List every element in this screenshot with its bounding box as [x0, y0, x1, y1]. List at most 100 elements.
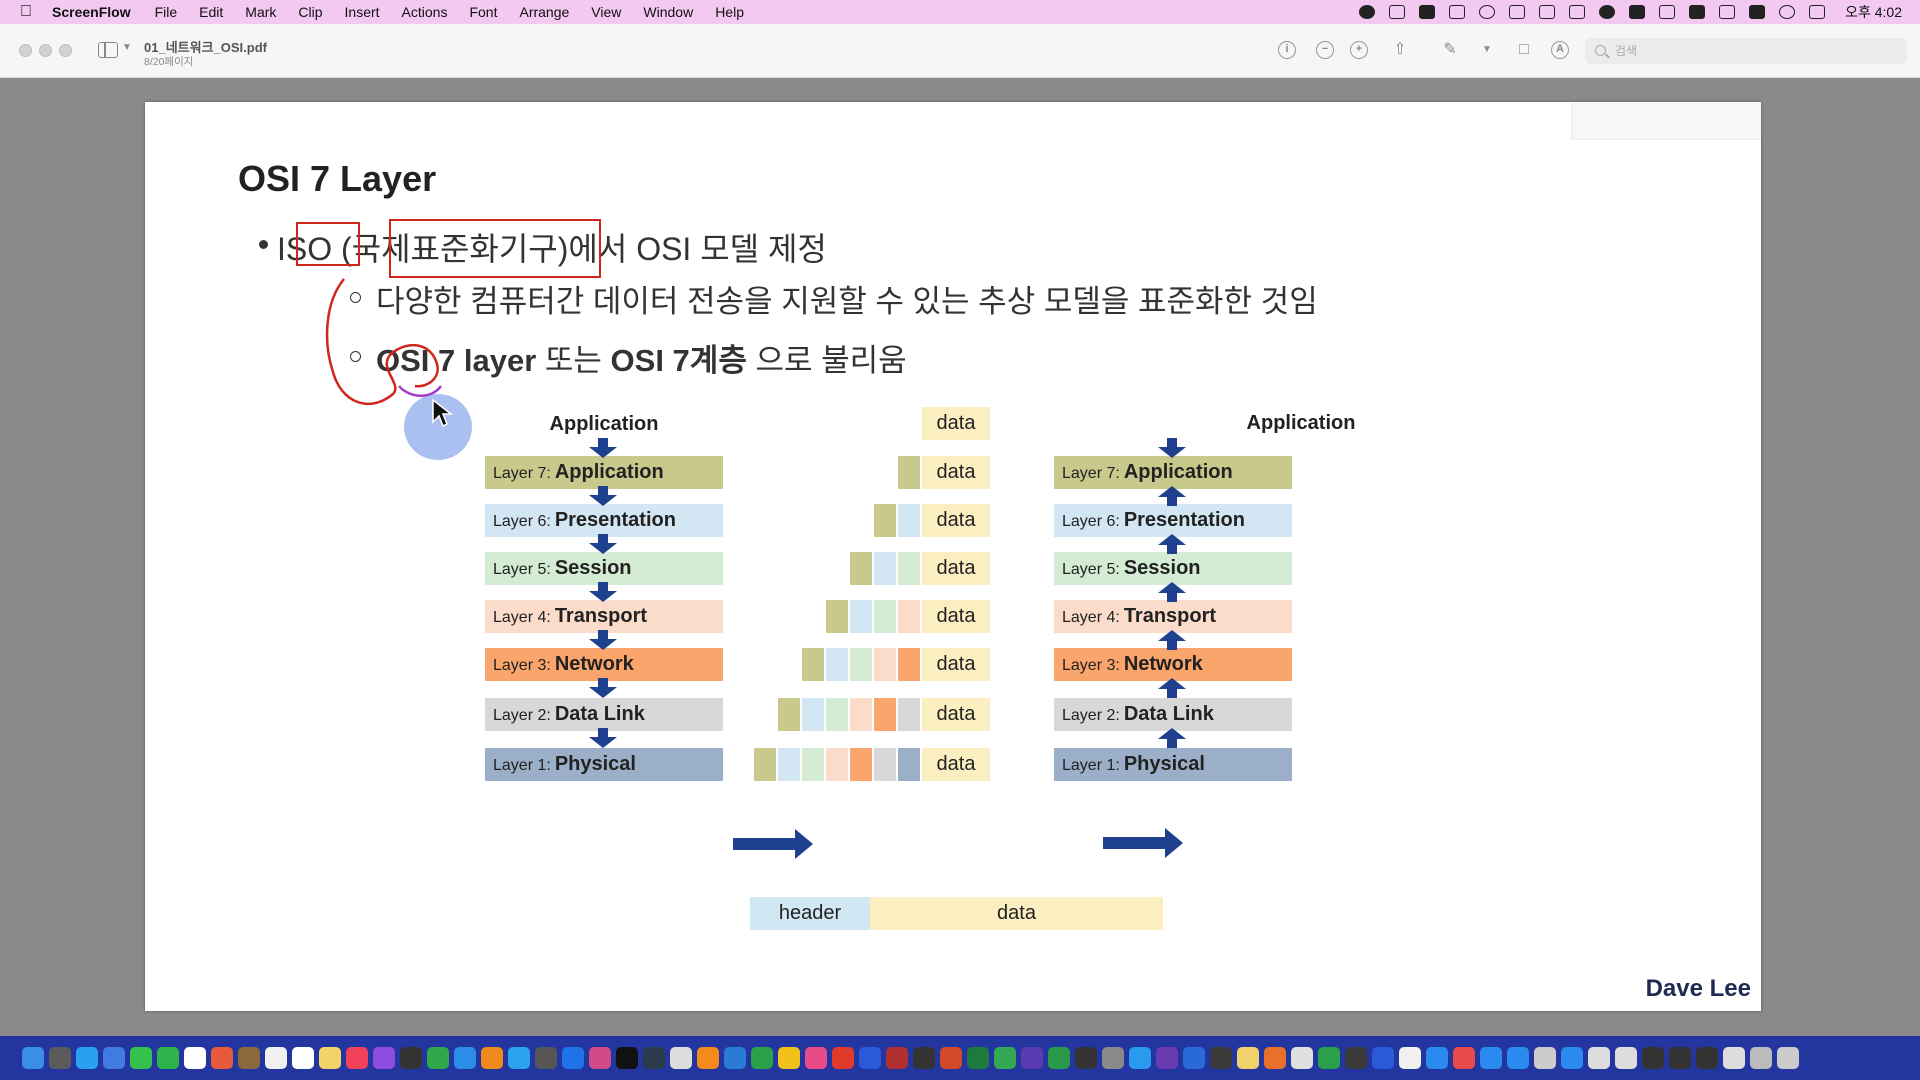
cursor-icon[interactable] [1569, 5, 1586, 19]
zoom-in-icon[interactable]: + [1350, 41, 1368, 59]
markup-chevron-icon[interactable]: ▼ [1482, 44, 1492, 55]
menu-font[interactable]: Font [469, 4, 498, 20]
apple-icon[interactable]:  [0, 3, 52, 21]
menu-arrange[interactable]: Arrange [519, 4, 570, 20]
rotate-icon[interactable]: □ [1519, 41, 1529, 58]
dock-app-icon[interactable] [1480, 1047, 1502, 1069]
dock-app-icon[interactable] [157, 1047, 179, 1069]
battery-icon[interactable] [1749, 5, 1766, 19]
bluetooth-icon[interactable] [1659, 5, 1676, 19]
dock-app-icon[interactable] [1264, 1047, 1286, 1069]
menu-insert[interactable]: Insert [344, 4, 380, 20]
dock-app-icon[interactable] [481, 1047, 503, 1069]
window-zoom-button[interactable] [59, 44, 72, 57]
dock-app-icon[interactable] [76, 1047, 98, 1069]
dock-app-icon[interactable] [1318, 1047, 1340, 1069]
grid-icon[interactable] [1629, 5, 1646, 19]
menu-edit[interactable]: Edit [199, 4, 224, 20]
menu-clip[interactable]: Clip [298, 4, 323, 20]
dock-app-icon[interactable] [454, 1047, 476, 1069]
dock-app-icon[interactable] [1507, 1047, 1529, 1069]
dock-app-icon[interactable] [508, 1047, 530, 1069]
dock-app-icon[interactable] [1669, 1047, 1691, 1069]
annotate-icon[interactable]: A [1551, 41, 1569, 59]
dock-app-icon[interactable] [292, 1047, 314, 1069]
dock-app-icon[interactable] [1723, 1047, 1745, 1069]
bell-icon[interactable] [1599, 5, 1616, 19]
dock-app-icon[interactable] [211, 1047, 233, 1069]
dock-app-icon[interactable] [940, 1047, 962, 1069]
dock-app-icon[interactable] [1291, 1047, 1313, 1069]
dock-app-icon[interactable] [265, 1047, 287, 1069]
dock-app-icon[interactable] [1102, 1047, 1124, 1069]
dock-app-icon[interactable] [616, 1047, 638, 1069]
dock-app-icon[interactable] [832, 1047, 854, 1069]
dock-app-icon[interactable] [1237, 1047, 1259, 1069]
dock-app-icon[interactable] [1129, 1047, 1151, 1069]
dock-app-icon[interactable] [1453, 1047, 1475, 1069]
dock-app-icon[interactable] [886, 1047, 908, 1069]
pdf-page[interactable]: OSI 7 Layer ISO (국제표준화기구)에서 OSI 모델 제정 다양… [145, 102, 1761, 1011]
dock-app-icon[interactable] [1399, 1047, 1421, 1069]
info-icon[interactable]: i [1278, 41, 1296, 59]
control-center-icon[interactable] [1809, 5, 1826, 19]
dock-app-icon[interactable] [535, 1047, 557, 1069]
menu-help[interactable]: Help [715, 4, 744, 20]
chevron-down-icon[interactable]: ▼ [122, 42, 132, 53]
dock-app-icon[interactable] [1615, 1047, 1637, 1069]
dock-app-icon[interactable] [1534, 1047, 1556, 1069]
zoom-out-icon[interactable]: − [1316, 41, 1334, 59]
dock-app-icon[interactable] [49, 1047, 71, 1069]
dock-app-icon[interactable] [373, 1047, 395, 1069]
dock-app-icon[interactable] [697, 1047, 719, 1069]
camera-icon[interactable] [1389, 5, 1406, 19]
dock-app-icon[interactable] [562, 1047, 584, 1069]
dock-app-icon[interactable] [1561, 1047, 1583, 1069]
window-close-button[interactable] [19, 44, 32, 57]
menu-file[interactable]: File [154, 4, 178, 20]
gear-icon[interactable] [1479, 5, 1496, 19]
dock-app-icon[interactable] [400, 1047, 422, 1069]
dock-app-icon[interactable] [967, 1047, 989, 1069]
dock-app-icon[interactable] [1372, 1047, 1394, 1069]
dock-app-icon[interactable] [643, 1047, 665, 1069]
input-source-icon[interactable] [1689, 5, 1706, 19]
menu-app-name[interactable]: ScreenFlow [52, 4, 131, 20]
share-icon[interactable]: ⇧ [1393, 41, 1407, 58]
note-icon[interactable] [1509, 5, 1526, 19]
menu-view[interactable]: View [591, 4, 622, 20]
dock-app-icon[interactable] [346, 1047, 368, 1069]
dock-app-icon[interactable] [103, 1047, 125, 1069]
window-minimize-button[interactable] [39, 44, 52, 57]
dock-app-icon[interactable] [751, 1047, 773, 1069]
dock-app-icon[interactable] [427, 1047, 449, 1069]
dock-app-icon[interactable] [1426, 1047, 1448, 1069]
menu-mark[interactable]: Mark [245, 4, 277, 20]
menubar-clock[interactable]: 오후 4:02 [1845, 4, 1902, 20]
dock-app-icon[interactable] [1156, 1047, 1178, 1069]
dock-app-icon[interactable] [1777, 1047, 1799, 1069]
dock-app-icon[interactable] [1588, 1047, 1610, 1069]
dock-app-icon[interactable] [670, 1047, 692, 1069]
dock-app-icon[interactable] [1345, 1047, 1367, 1069]
dock-app-icon[interactable] [22, 1047, 44, 1069]
clipboard-icon[interactable] [1449, 5, 1466, 19]
dock-app-icon[interactable] [913, 1047, 935, 1069]
evernote-icon[interactable] [1359, 5, 1376, 19]
dock-app-icon[interactable] [859, 1047, 881, 1069]
dock-app-icon[interactable] [589, 1047, 611, 1069]
dock-app-icon[interactable] [1183, 1047, 1205, 1069]
dock-app-icon[interactable] [1642, 1047, 1664, 1069]
dock-app-icon[interactable] [1075, 1047, 1097, 1069]
dock-app-icon[interactable] [1021, 1047, 1043, 1069]
dock-app-icon[interactable] [778, 1047, 800, 1069]
keyboard-icon[interactable] [1539, 5, 1556, 19]
wifi-icon[interactable] [1779, 5, 1796, 19]
menu-actions[interactable]: Actions [401, 4, 448, 20]
dock-app-icon[interactable] [319, 1047, 341, 1069]
dock-app-icon[interactable] [724, 1047, 746, 1069]
search-input[interactable]: 검색 [1585, 38, 1907, 64]
dock-app-icon[interactable] [184, 1047, 206, 1069]
dock-app-icon[interactable] [805, 1047, 827, 1069]
markup-pen-icon[interactable]: ✎ [1443, 41, 1457, 58]
